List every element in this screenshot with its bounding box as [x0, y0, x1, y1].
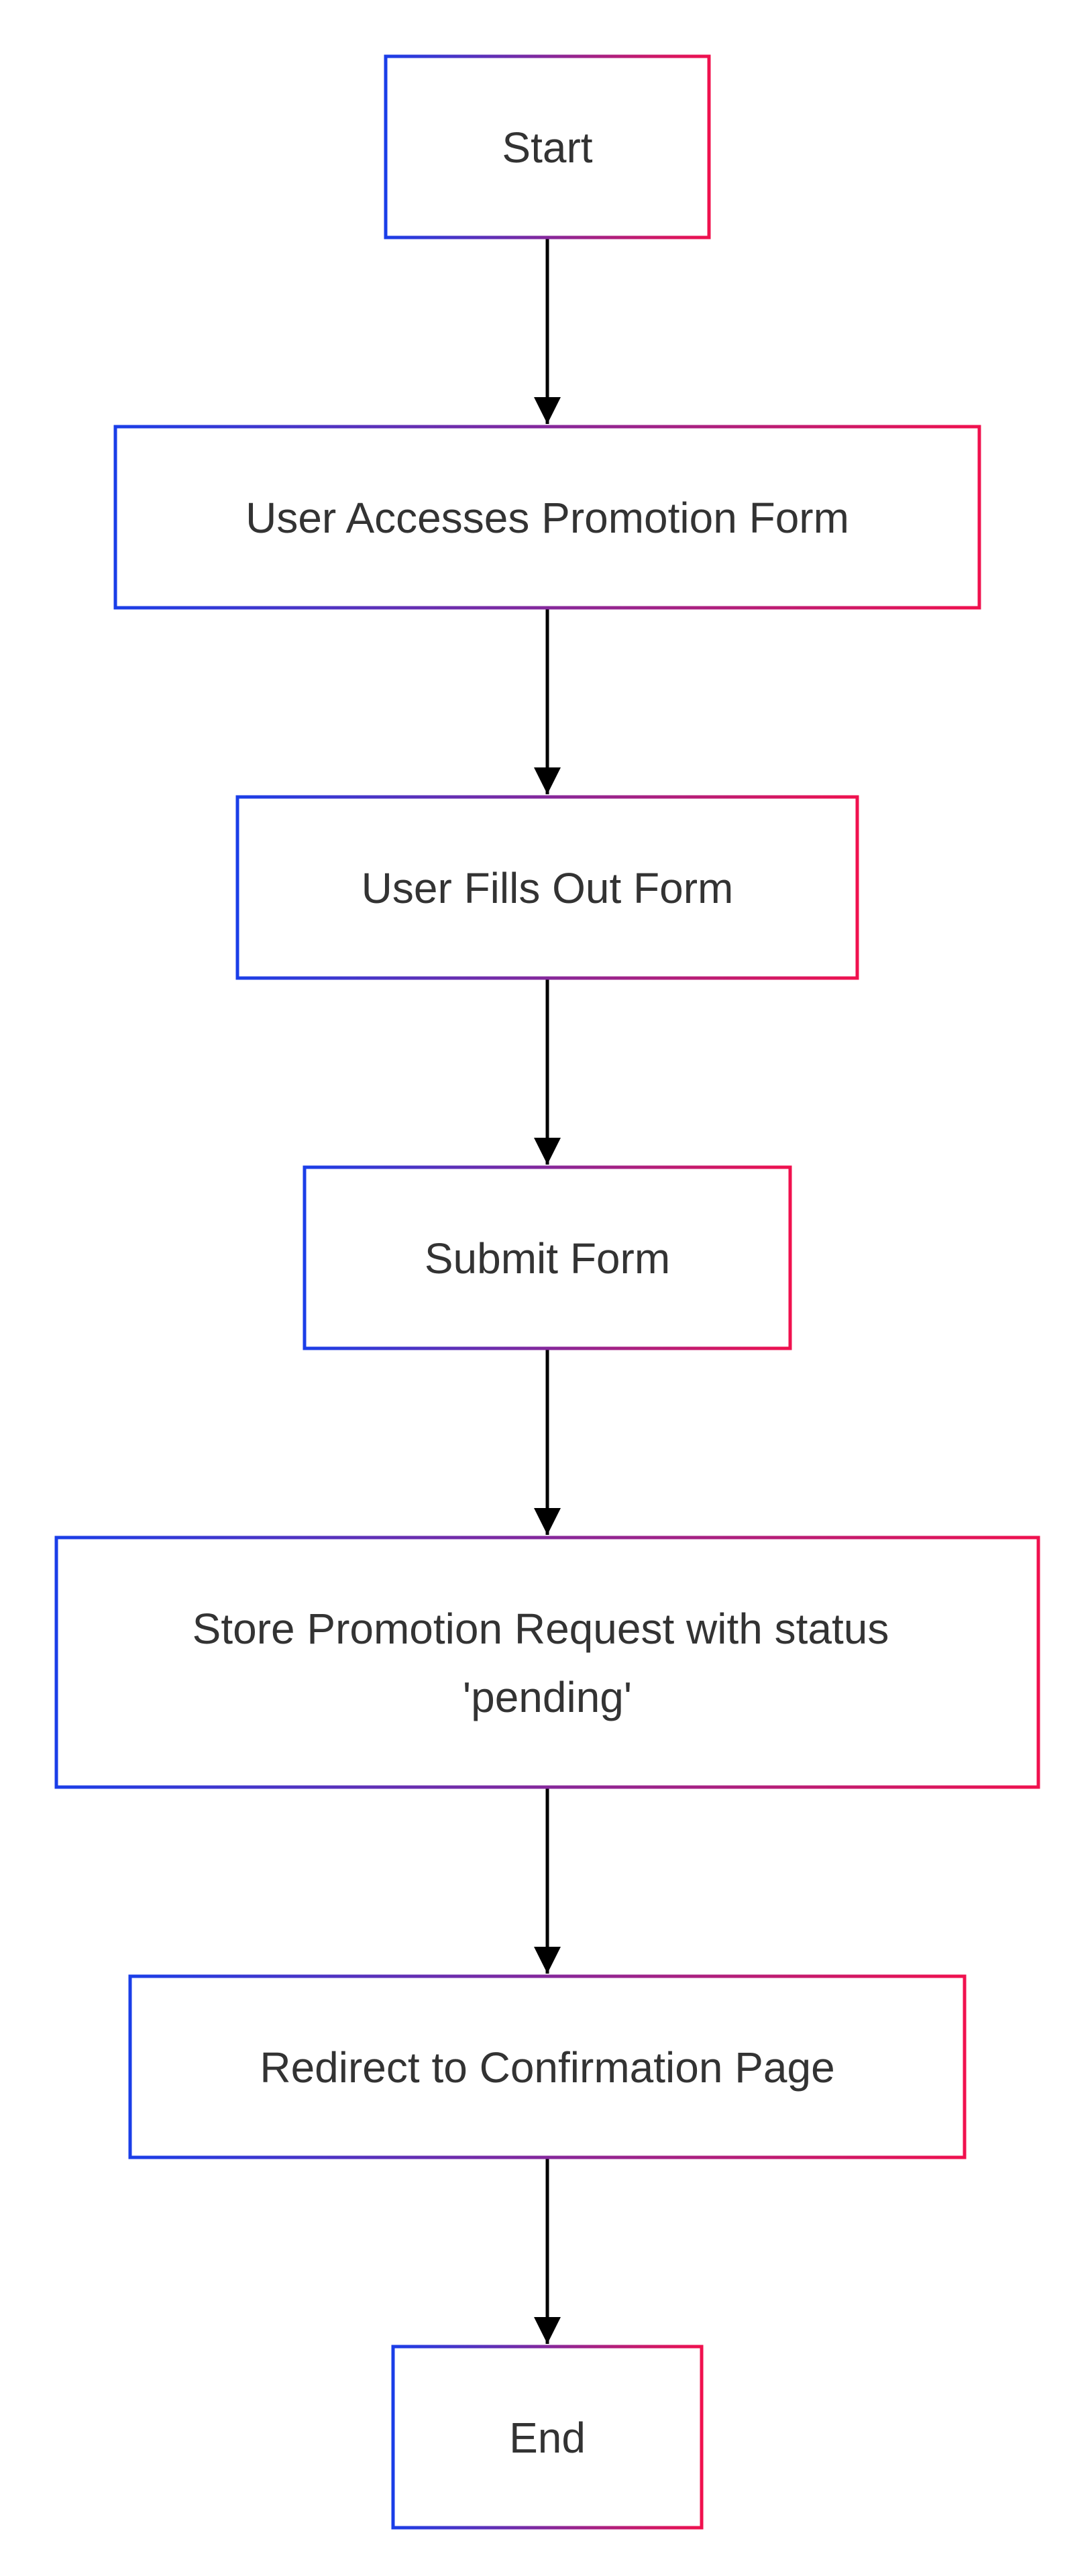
node-submit-form-label: Submit Form: [425, 1234, 670, 1283]
node-user-fills-out-form[interactable]: User Fills Out Form: [235, 795, 859, 980]
node-store-promotion-request[interactable]: Store Promotion Request with status 'pen…: [54, 1536, 1040, 1789]
node-store-promotion-request-label-line-2: 'pending': [463, 1673, 632, 1721]
node-user-accesses-promotion-form[interactable]: User Accesses Promotion Form: [113, 425, 981, 610]
node-start[interactable]: Start: [384, 54, 711, 239]
node-end-label: End: [509, 2414, 586, 2462]
node-user-accesses-promotion-form-label: User Accesses Promotion Form: [245, 494, 849, 542]
node-redirect-to-confirmation-page-label: Redirect to Confirmation Page: [260, 2043, 834, 2092]
node-end[interactable]: End: [391, 2345, 704, 2530]
node-store-promotion-request-label-line-1: Store Promotion Request with status: [193, 1605, 889, 1653]
node-layer: Start User Accesses Promotion Form User …: [54, 54, 1040, 2530]
node-user-fills-out-form-label: User Fills Out Form: [362, 864, 734, 912]
node-submit-form[interactable]: Submit Form: [303, 1165, 792, 1350]
node-redirect-to-confirmation-page[interactable]: Redirect to Confirmation Page: [128, 1974, 967, 2159]
node-start-label: Start: [502, 123, 592, 172]
